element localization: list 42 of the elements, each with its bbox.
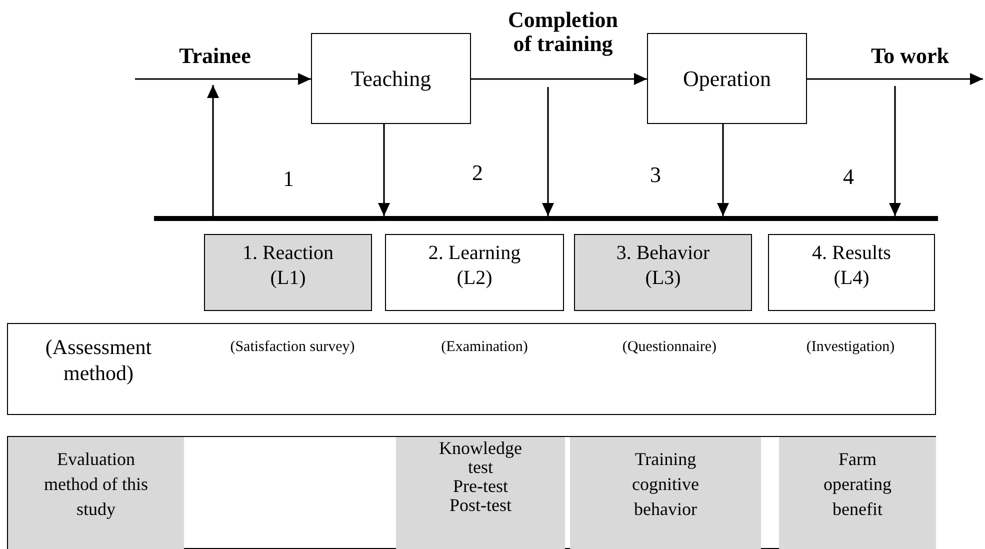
arrow bbox=[135, 73, 311, 85]
baseline-bar bbox=[154, 216, 938, 221]
arrow bbox=[471, 73, 647, 85]
level-label: 1. Reaction (L1) bbox=[241, 241, 335, 291]
step-number: 2 bbox=[472, 162, 483, 184]
study-cell bbox=[570, 437, 761, 549]
level-box bbox=[768, 234, 935, 311]
arrow bbox=[378, 124, 390, 216]
cell-text: Pre-test bbox=[453, 476, 508, 496]
step-number: 1 bbox=[283, 168, 294, 190]
box-label: Teaching bbox=[350, 64, 432, 92]
box-label: Operation bbox=[683, 64, 771, 92]
level-label: 4. Results (L4) bbox=[811, 241, 892, 291]
level-label: 3. Behavior (L3) bbox=[615, 241, 711, 291]
process-box bbox=[311, 33, 471, 124]
study-cell bbox=[779, 437, 936, 549]
cell-text: Training cognitive behavior bbox=[631, 448, 700, 522]
arrow bbox=[889, 86, 901, 216]
cell-text: Evaluation method of this study bbox=[43, 448, 149, 522]
study-cell bbox=[8, 437, 184, 549]
table-frame bbox=[7, 436, 936, 549]
cell-text: Post-test bbox=[449, 496, 512, 515]
arrow bbox=[807, 73, 983, 85]
arrow bbox=[207, 85, 219, 216]
step-number: 4 bbox=[843, 166, 854, 188]
method-text: (Questionnaire) bbox=[622, 338, 717, 357]
level-label: 2. Learning (L2) bbox=[427, 241, 522, 291]
arrow bbox=[542, 87, 554, 216]
cell-text: Knowledge test bbox=[438, 439, 523, 477]
level-box bbox=[385, 234, 564, 311]
step-number: 3 bbox=[650, 164, 661, 186]
method-text: (Satisfaction survey) bbox=[230, 338, 355, 357]
method-text: (Examination) bbox=[441, 338, 528, 357]
level-box bbox=[204, 234, 372, 311]
arrow bbox=[717, 124, 729, 216]
level-box bbox=[574, 234, 752, 311]
method-text: (Assessment method) bbox=[44, 334, 153, 386]
study-cell bbox=[396, 437, 565, 549]
assessment-method-box bbox=[7, 323, 936, 415]
cell-text: Farm operating benefit bbox=[822, 448, 892, 522]
process-box bbox=[647, 33, 807, 124]
method-text: (Investigation) bbox=[806, 338, 895, 357]
